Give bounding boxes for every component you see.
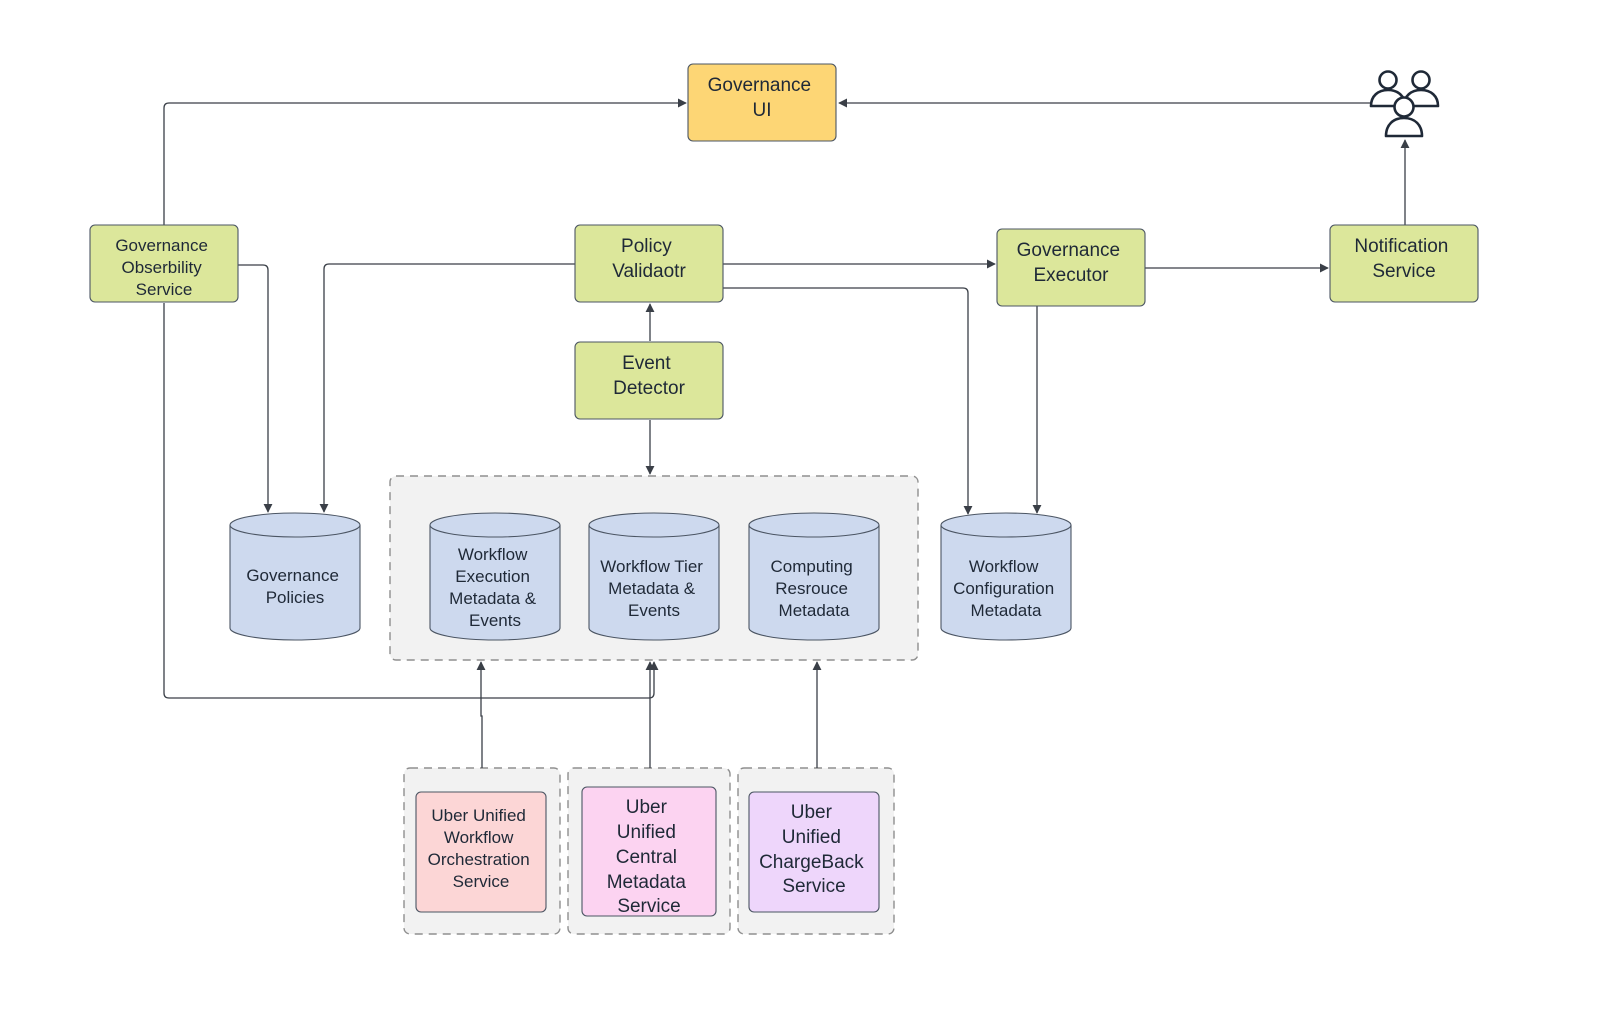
- orchestration-service-node[interactable]: Uber Unified Workflow Orchestration Serv…: [415, 791, 547, 913]
- event-detector-label: Event Detector: [613, 353, 685, 399]
- governance-executor-box: [996, 228, 1146, 307]
- observability-service-node[interactable]: Governance Obserbility Service: [89, 224, 239, 303]
- computing-resource-cylinder-body: [748, 525, 880, 641]
- computing-resource-store[interactable]: Computing Resrouce Metadata: [748, 512, 880, 641]
- central-metadata-service-label: Uber Unified Central Metadata Service: [607, 797, 692, 917]
- workflow-execution-cylinder-body: [429, 525, 561, 641]
- users-icon: [1369, 70, 1440, 138]
- computing-resource-cylinder-top: [748, 512, 880, 538]
- workflow-tier-store[interactable]: Workflow Tier Metadata & Events: [588, 512, 720, 641]
- workflow-configuration-cylinder-body: [940, 525, 1072, 641]
- governance-ui-box: [687, 63, 837, 142]
- workflow-execution-cylinder-top: [429, 512, 561, 538]
- workflow-execution-label: Workflow Execution Metadata & Events: [449, 545, 541, 630]
- governance-policies-store[interactable]: Governance Policies: [229, 512, 361, 641]
- notification-service-label: Notification Service: [1354, 236, 1453, 282]
- event-detector-node[interactable]: Event Detector: [574, 341, 724, 420]
- edges: [163, 98, 1410, 768]
- observability-service-box: [89, 224, 239, 303]
- workflow-configuration-cylinder-top: [940, 512, 1072, 538]
- notification-service-box: [1329, 224, 1479, 303]
- edge-validator-to-policies: [319, 263, 575, 513]
- governance-executor-node[interactable]: Governance Executor: [996, 228, 1146, 307]
- governance-ui-label: Governance UI: [708, 75, 817, 121]
- governance-policies-label: Governance Policies: [246, 566, 343, 607]
- workflow-tier-cylinder-body: [588, 525, 720, 641]
- orchestration-service-label: Uber Unified Workflow Orchestration Serv…: [428, 806, 535, 891]
- edge-observability-to-ui: [163, 98, 687, 225]
- chargeback-service-node[interactable]: Uber Unified ChargeBack Service: [748, 791, 880, 913]
- policy-validator-label: Policy Validaotr: [612, 236, 686, 282]
- workflow-configuration-store[interactable]: Workflow Configuration Metadata: [940, 512, 1072, 641]
- computing-resource-label: Computing Resrouce Metadata: [771, 557, 858, 620]
- governance-policies-cylinder-body: [229, 525, 361, 641]
- workflow-configuration-label: Workflow Configuration Metadata: [953, 557, 1059, 620]
- observability-service-label: Governance Obserbility Service: [115, 236, 212, 299]
- edge-observability-to-policies: [238, 264, 273, 513]
- edge-orchestration-to-stores: [476, 661, 486, 768]
- chargeback-service-box: [748, 791, 880, 913]
- chargeback-service-label: Uber Unified ChargeBack Service: [759, 802, 869, 897]
- edge-observability-to-stores: [163, 303, 659, 699]
- workflow-tier-label: Workflow Tier Metadata & Events: [600, 557, 707, 620]
- policy-validator-box: [574, 224, 724, 303]
- orchestration-service-box: [415, 791, 547, 913]
- policy-validator-node[interactable]: Policy Validaotr: [574, 224, 724, 303]
- central-metadata-service-box: [581, 786, 717, 917]
- governance-ui-node[interactable]: Governance UI: [687, 63, 837, 142]
- governance-executor-label: Governance Executor: [1017, 240, 1126, 286]
- governance-policies-cylinder-top: [229, 512, 361, 538]
- workflow-tier-cylinder-top: [588, 512, 720, 538]
- edge-validator-to-config: [723, 287, 973, 515]
- central-metadata-service-node[interactable]: Uber Unified Central Metadata Service: [581, 786, 717, 917]
- notification-service-node[interactable]: Notification Service: [1329, 224, 1479, 303]
- event-detector-box: [574, 341, 724, 420]
- workflow-execution-store[interactable]: Workflow Execution Metadata & Events: [429, 512, 561, 641]
